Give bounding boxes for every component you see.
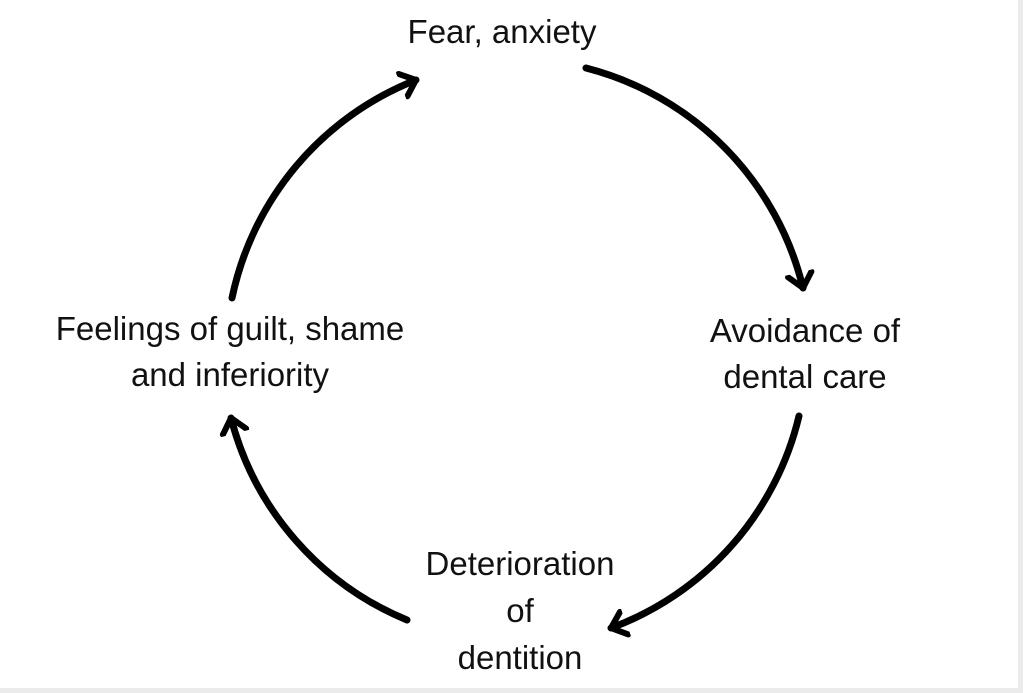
node-label: Deterioration xyxy=(425,545,615,582)
node-label: dental care xyxy=(723,358,887,395)
node-label: Fear, anxiety xyxy=(407,13,597,50)
arrow-bottom-to-left xyxy=(231,414,411,624)
frame-edge xyxy=(1018,0,1023,693)
node-label: of xyxy=(506,592,534,629)
node-label: dentition xyxy=(457,639,583,676)
arrow-left-to-top xyxy=(228,80,420,302)
arrow-right-to-bottom xyxy=(607,412,803,628)
node-deterioration-of-dentition: Deterioration of dentition xyxy=(385,540,655,681)
node-label: Feelings of guilt, shame xyxy=(55,310,405,347)
node-label: Avoidance of xyxy=(709,312,901,349)
node-fear-anxiety: Fear, anxiety xyxy=(372,10,632,54)
node-label: and inferiority xyxy=(130,356,330,393)
node-feelings-of-guilt-shame-inferiority: Feelings of guilt, shame and inferiority xyxy=(0,306,460,398)
arrow-top-to-right xyxy=(582,64,803,292)
node-avoidance-of-dental-care: Avoidance of dental care xyxy=(665,308,945,400)
frame-edge xyxy=(0,688,1023,693)
